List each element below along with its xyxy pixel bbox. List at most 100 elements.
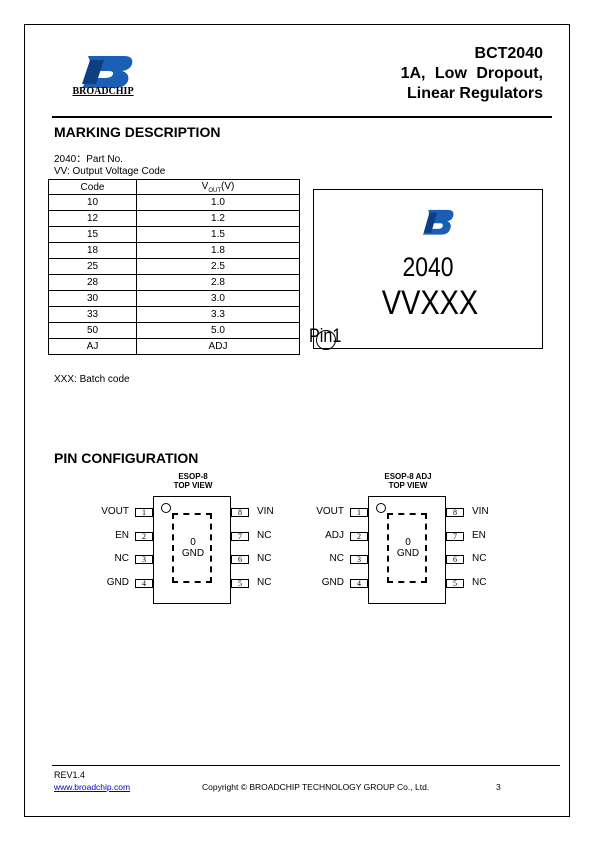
- code-cell: 10: [48, 194, 137, 211]
- pin-7-label: NC: [257, 530, 272, 541]
- vout-cell: 5.0: [136, 322, 300, 339]
- vout-cell: 2.5: [136, 258, 300, 275]
- pin-1: 1: [135, 508, 153, 517]
- vout-cell: ADJ: [136, 338, 300, 355]
- pin-5-label: NC: [472, 577, 487, 588]
- pin-2-label: EN: [115, 530, 129, 541]
- vout-cell: 3.0: [136, 290, 300, 307]
- pin1-indicator-circle: [316, 330, 336, 350]
- pin-4-label: GND: [106, 577, 129, 588]
- exposed-pad: [172, 513, 212, 583]
- pin-8-label: VIN: [257, 506, 274, 517]
- col-header-vout: VOUT(V): [136, 179, 300, 195]
- revision: REV1.4: [54, 770, 86, 780]
- exposed-pad-name: GND: [396, 548, 420, 559]
- vout-cell: 1.0: [136, 194, 300, 211]
- vout-cell: 1.8: [136, 242, 300, 259]
- code-cell: 28: [48, 274, 137, 291]
- pin-1: 1: [350, 508, 368, 517]
- document-title: BCT2040 1A, Low Dropout, Linear Regulato…: [401, 44, 543, 104]
- code-cell: 25: [48, 258, 137, 275]
- title-line-3: Linear Regulators: [406, 85, 543, 102]
- chip-part-marking: 2040: [402, 252, 454, 282]
- footer-rule: [52, 765, 560, 766]
- part-no-note: 2040：Part No.: [54, 154, 123, 165]
- code-cell: 18: [48, 242, 137, 259]
- pin1-dot: [161, 503, 171, 513]
- table-header-row: Code VOUT(V): [48, 179, 300, 195]
- vout-cell: 1.2: [136, 210, 300, 227]
- code-cell: 30: [48, 290, 137, 307]
- col-header-code: Code: [48, 179, 137, 195]
- voltage-code-note: VV: Output Voltage Code: [54, 166, 166, 177]
- package-title: ESOP-8: [178, 472, 208, 481]
- vout-cell: 1.5: [136, 226, 300, 243]
- exposed-pad-number: 0: [405, 537, 411, 548]
- pin-7-label: EN: [472, 530, 486, 541]
- exposed-pad: [387, 513, 427, 583]
- page-number: 3: [496, 782, 501, 792]
- pin-6: 6: [446, 555, 464, 564]
- website-link[interactable]: www.broadchip.com: [54, 782, 131, 792]
- code-cell: 15: [48, 226, 137, 243]
- pin-3-label: NC: [114, 553, 129, 564]
- footer-link-container: www.broadchip.com: [54, 782, 130, 792]
- pin-3: 3: [135, 555, 153, 564]
- pin-2: 2: [135, 532, 153, 541]
- pin-3: 3: [350, 555, 368, 564]
- chip-batch-marking: VVXXX: [381, 284, 479, 322]
- vout-cell: 2.8: [136, 274, 300, 291]
- package-view: TOP VIEW: [173, 481, 213, 490]
- logo-wordmark: BROADCHIP: [72, 86, 134, 97]
- package-view: TOP VIEW: [388, 481, 428, 490]
- pin1-label: Pin1: [309, 326, 342, 347]
- pin-4: 4: [135, 579, 153, 588]
- marking-section-title: MARKING DESCRIPTION: [54, 124, 221, 140]
- page-frame: [24, 24, 570, 817]
- pin-8: 8: [231, 508, 249, 517]
- pin-1-label: VOUT: [101, 506, 129, 517]
- pin-3-label: NC: [329, 553, 344, 564]
- pin-8: 8: [446, 508, 464, 517]
- broadchip-logo: [82, 56, 133, 88]
- pin-2-label: ADJ: [325, 530, 344, 541]
- pin-5: 5: [446, 579, 464, 588]
- pin-4: 4: [350, 579, 368, 588]
- code-cell: 33: [48, 306, 137, 323]
- pin-5-label: NC: [257, 577, 272, 588]
- pin-7: 7: [446, 532, 464, 541]
- pin-1-label: VOUT: [316, 506, 344, 517]
- pin-6-label: NC: [257, 553, 272, 564]
- package-title: ESOP-8 ADJ: [384, 472, 432, 481]
- pin-2: 2: [350, 532, 368, 541]
- batch-code-note: XXX: Batch code: [54, 374, 130, 385]
- part-number: BCT2040: [474, 45, 543, 62]
- vout-cell: 3.3: [136, 306, 300, 323]
- code-cell: 12: [48, 210, 137, 227]
- pin1-dot: [376, 503, 386, 513]
- pin-7: 7: [231, 532, 249, 541]
- title-line-2: 1A, Low Dropout,: [400, 65, 543, 82]
- exposed-pad-name: GND: [181, 548, 205, 559]
- code-cell: AJ: [48, 338, 137, 355]
- exposed-pad-number: 0: [190, 537, 196, 548]
- pin-6: 6: [231, 555, 249, 564]
- code-cell: 50: [48, 322, 137, 339]
- chip-logo-icon: [422, 209, 454, 235]
- pin-config-section-title: PIN CONFIGURATION: [54, 450, 199, 466]
- header-rule: [52, 116, 552, 118]
